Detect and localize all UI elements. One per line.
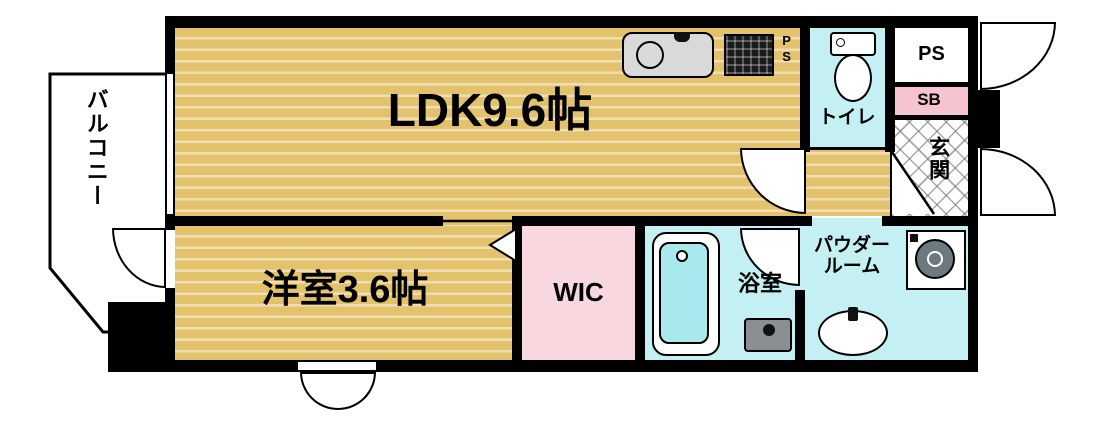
ldk-label: LDK9.6帖: [387, 84, 593, 136]
wall-left-lower: [165, 288, 175, 372]
toilet-label: トイレ: [818, 107, 876, 128]
wall-left-upper: [165, 16, 175, 74]
toilet-bowl-icon: [834, 54, 872, 102]
washer-control-icon: [910, 234, 918, 242]
shower-faucet-icon: [744, 318, 792, 352]
bathtub-icon: [652, 232, 720, 356]
wic-floor: [522, 226, 635, 360]
powder-room-label-line1: パウダー: [813, 235, 890, 256]
wall-ps-sb: [890, 82, 978, 87]
bath-label: 浴室: [737, 271, 782, 296]
wall-mid-a: [165, 216, 443, 226]
sb-floor: [890, 87, 968, 115]
entrance-step-line: [890, 151, 936, 215]
wall-toilet-left: [800, 16, 810, 152]
wic-label: WIC: [553, 277, 604, 307]
sink-bowl-icon: [636, 41, 664, 69]
wall-bottom-left: [165, 360, 298, 372]
stove-icon: [724, 34, 774, 76]
washing-machine-icon: [906, 230, 966, 290]
wall-bath-powder: [795, 290, 805, 372]
wall-wic-bath: [635, 216, 645, 372]
ps-duct-label: PS: [779, 33, 795, 65]
wall-bottom-right: [376, 360, 978, 372]
powder-entry-patch: [812, 218, 882, 226]
bedroom-label: 洋室3.6帖: [261, 269, 429, 311]
window-bottom: [298, 360, 376, 372]
wall-entry-pillar: [978, 90, 1000, 148]
balcony-label: バルコニー: [83, 88, 109, 208]
wall-sb-entrance: [890, 115, 978, 120]
wall-top: [165, 16, 978, 28]
window-balcony: [165, 74, 175, 214]
wall-mid-c: [882, 216, 978, 226]
basin-faucet-icon: [848, 307, 858, 321]
wall-right: [968, 16, 978, 372]
powder-room-label-line2: ルーム: [823, 255, 881, 277]
sink-faucet-icon: [674, 32, 690, 42]
washer-drum-inner-icon: [927, 251, 943, 267]
faucet-knob-icon: [763, 324, 775, 336]
wall-block-balcony: [108, 302, 167, 372]
wall-bedroom-wic: [512, 216, 522, 372]
entrance-label: 玄関: [926, 136, 950, 182]
toilet-knob-icon: [836, 38, 845, 47]
ps-label: PS: [918, 43, 945, 65]
bathtub-drain-icon: [676, 250, 688, 262]
ps-floor: [895, 28, 968, 82]
powder-room-label: パウダー ルーム: [800, 235, 904, 277]
sb-label: SB: [917, 90, 941, 109]
wall-mid-b: [515, 216, 812, 226]
toilet-icon: [830, 32, 880, 106]
bathroom-door-patch: [795, 226, 805, 290]
sliding-door-marker-icon: [488, 227, 517, 263]
bedroom-floor: [175, 226, 512, 360]
kitchen-sink-icon: [622, 32, 714, 78]
washbasin-icon: [818, 307, 888, 356]
